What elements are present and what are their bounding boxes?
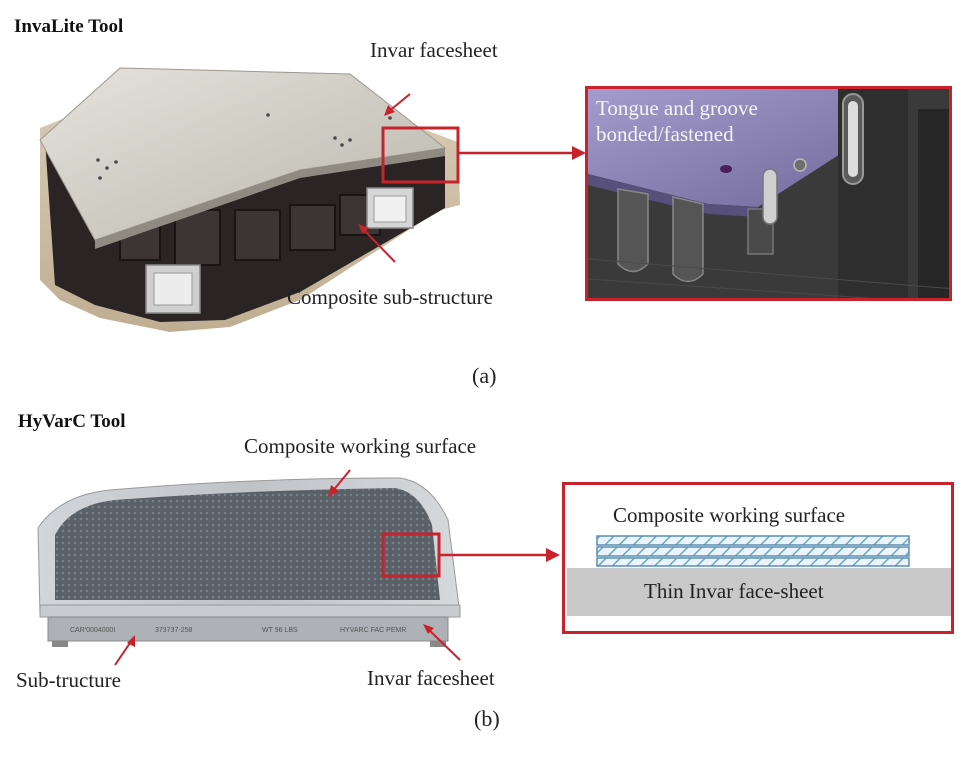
zoom-text-tongue-groove: Tongue and groove bonded/fastened	[596, 96, 758, 146]
svg-text:373737-258: 373737-258	[155, 627, 192, 634]
zoom-box-tongue-groove: Tongue and groove bonded/fastened	[585, 86, 952, 301]
svg-text:HYVARC FAC PEMR: HYVARC FAC PEMR	[340, 627, 406, 634]
svg-text:CAR'0004000I: CAR'0004000I	[70, 627, 115, 634]
label-composite-working-surface: Composite working surface	[244, 434, 477, 458]
svg-text:WT 96 LBS: WT 96 LBS	[262, 627, 298, 634]
zoom-label-thin-invar: Thin Invar face-sheet	[644, 579, 824, 603]
zoom-label-composite-working-surface: Composite working surface	[613, 503, 846, 527]
layup-cross-section	[567, 535, 951, 616]
label-invar-facesheet-a: Invar facesheet	[370, 38, 498, 62]
zoom-box-layup: Composite working surface Thin Invar fac…	[562, 482, 954, 634]
label-composite-substructure: Composite sub-structure	[287, 285, 493, 309]
panel-a-title: InvaLite Tool	[14, 16, 124, 37]
label-invar-facesheet-b: Invar facesheet	[367, 666, 495, 690]
panel-b-title: HyVarC Tool	[18, 411, 126, 432]
caption-a: (a)	[472, 363, 497, 388]
label-sub-tructure: Sub-tructure	[16, 668, 121, 692]
cad-detail-illustration	[588, 89, 949, 298]
caption-b: (b)	[474, 706, 500, 731]
